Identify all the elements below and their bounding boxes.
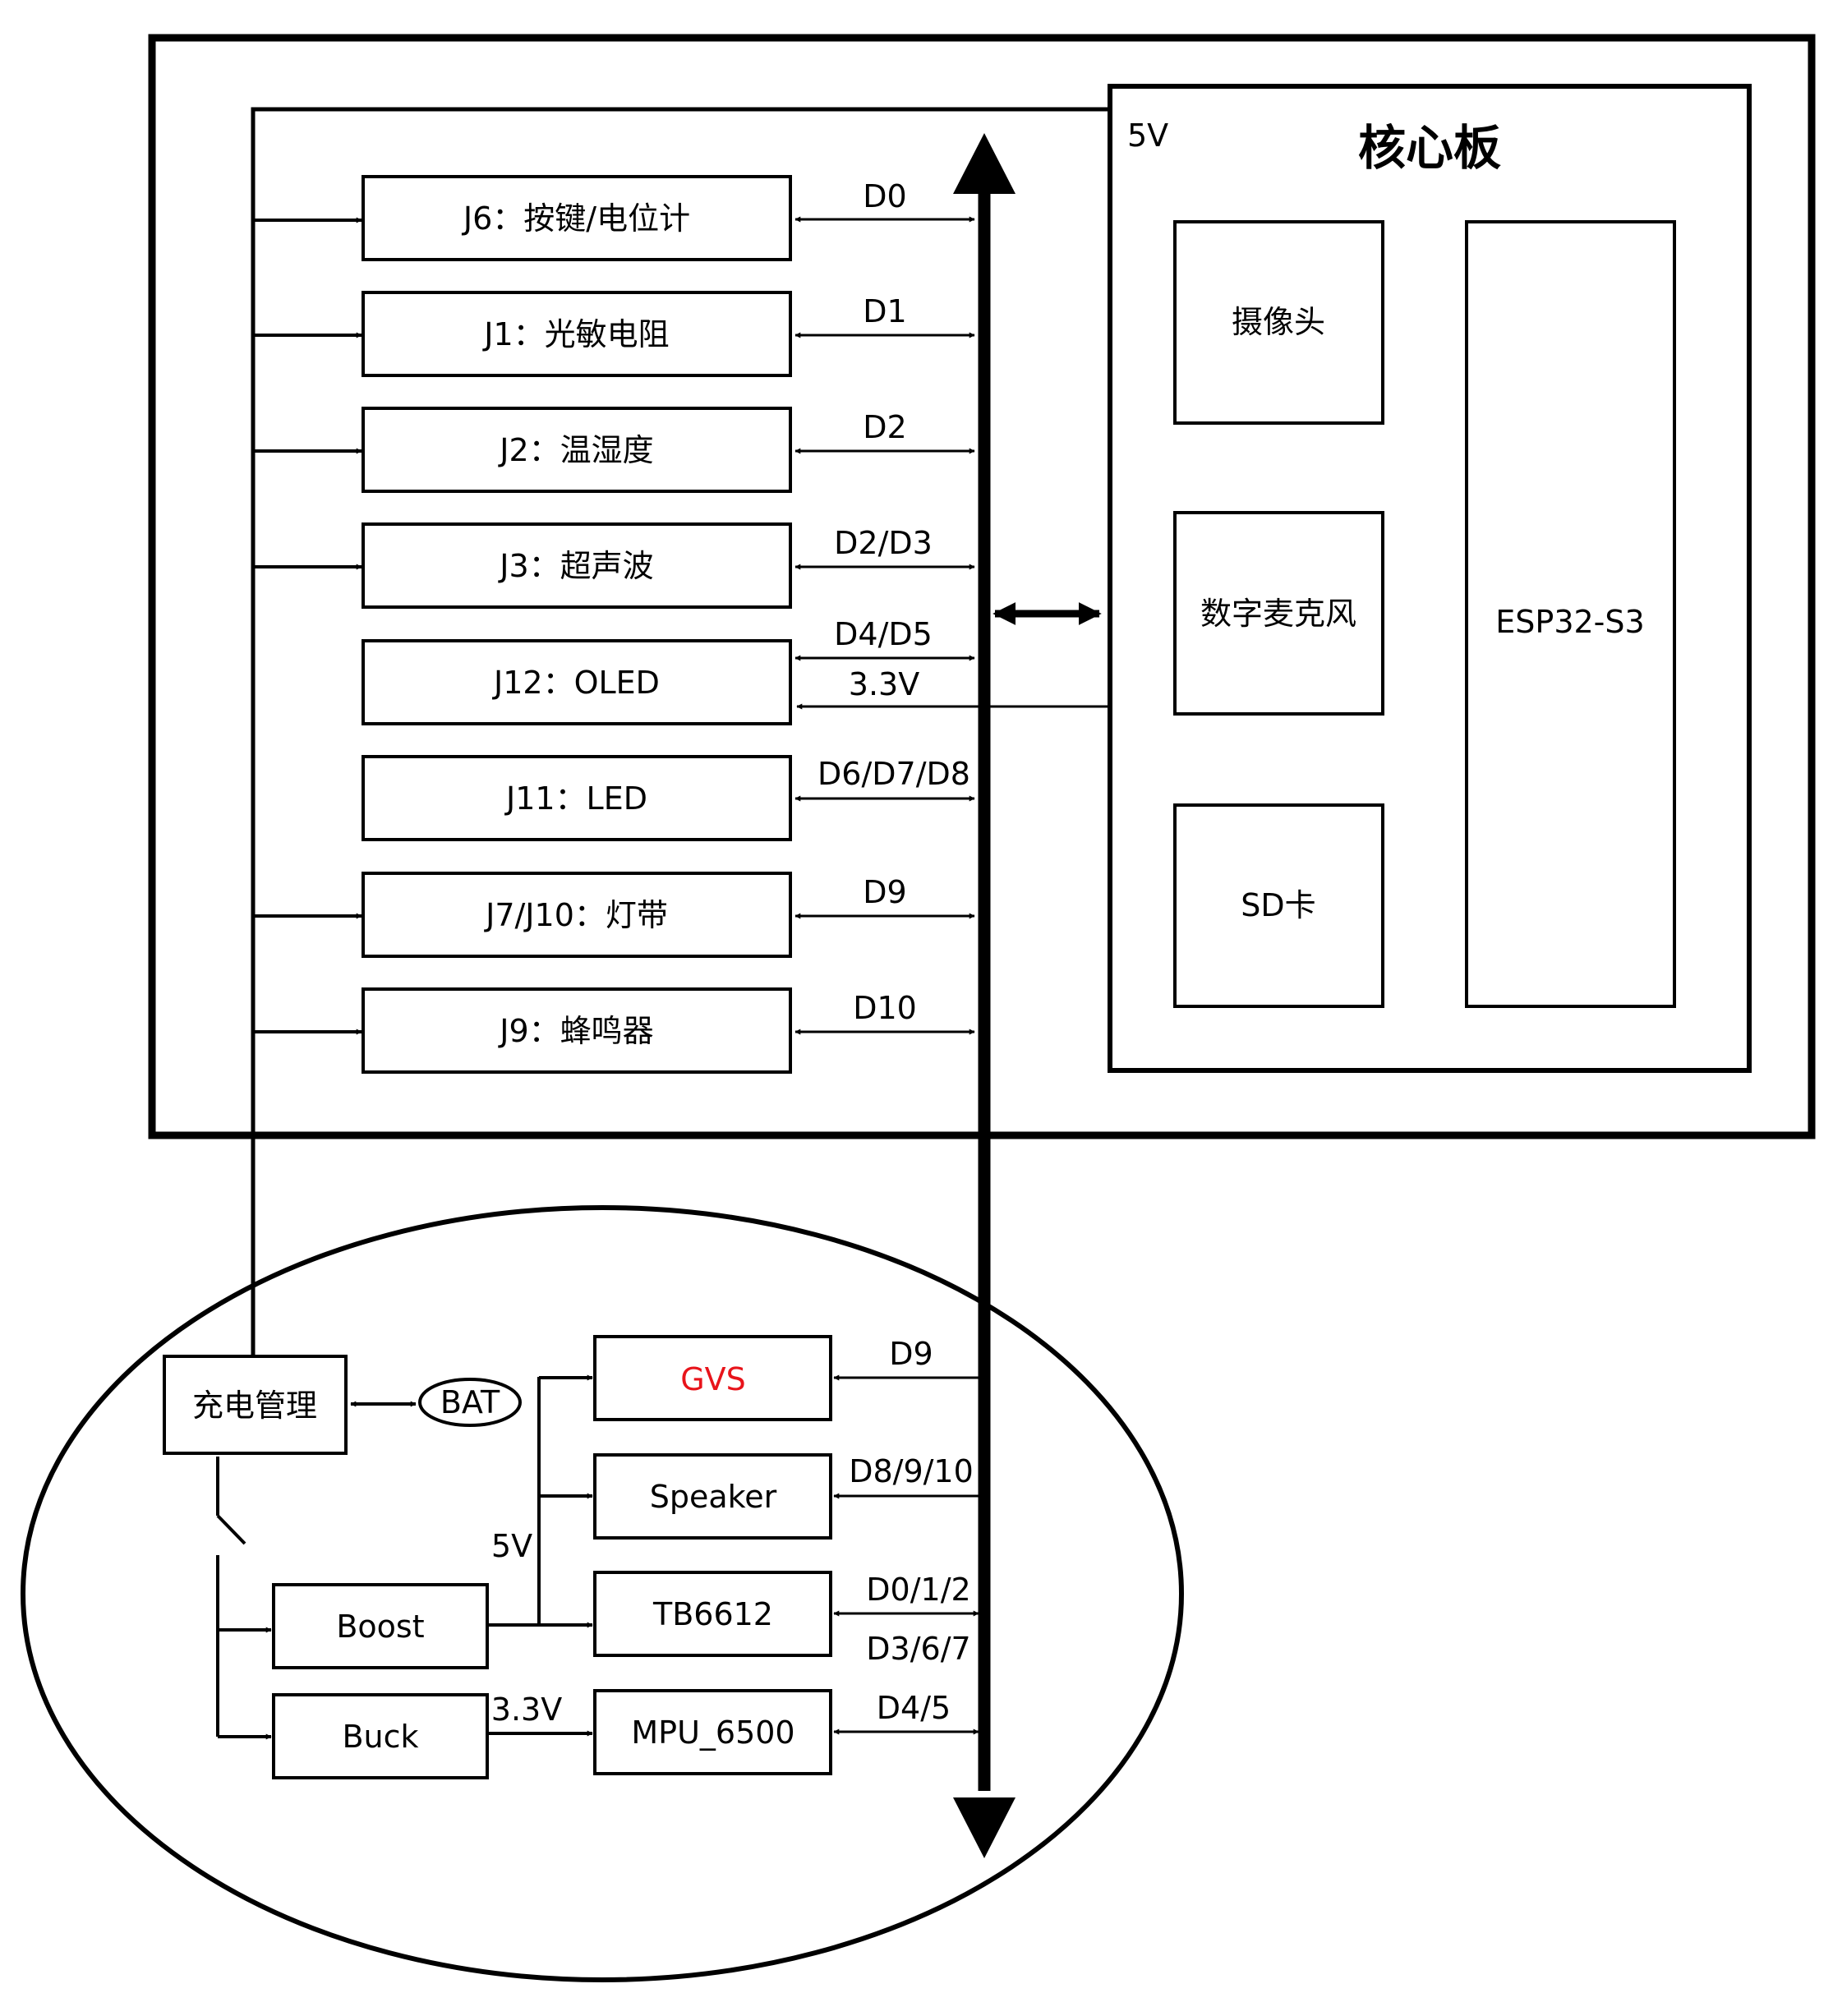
bus-arrow-top [953, 133, 1016, 194]
imu-block [593, 1689, 832, 1775]
gvs-label: GVS [680, 1361, 746, 1397]
core-board-frame [1108, 84, 1752, 1073]
microphone-block [1173, 511, 1384, 716]
base-board-outline [21, 1205, 1184, 1982]
module-j7-j10: J7/J10：灯带 D9 [253, 872, 975, 958]
module-block [362, 407, 792, 493]
motor-driver-label: TB6612 [652, 1596, 773, 1632]
module-signal-label: D6/D7/D8 [817, 756, 970, 792]
module-signal-label: D1 [863, 293, 906, 329]
charger-block [163, 1355, 348, 1455]
buck-label: Buck [342, 1719, 418, 1755]
buck-block [272, 1693, 489, 1779]
camera-label: 摄像头 [1232, 304, 1325, 340]
boost-label: Boost [336, 1609, 424, 1645]
gvs-block [593, 1335, 832, 1421]
mcu-label: ESP32-S3 [1495, 604, 1644, 640]
module-signal-label: D4/D5 [834, 616, 933, 652]
bus-arrow-bottom [953, 1797, 1016, 1858]
charger-label: 充电管理 [192, 1388, 317, 1424]
boost-output-label: 5V [491, 1528, 532, 1564]
imu-label: MPU_6500 [631, 1715, 794, 1751]
module-j1: J1：光敏电阻 D1 [253, 291, 975, 377]
buck-output-label: 3.3V [491, 1692, 562, 1728]
module-label: J3：超声波 [498, 548, 653, 584]
imu-signal-label: D4/5 [877, 1690, 951, 1726]
motor-driver-block [593, 1571, 832, 1657]
module-j11: J11：LED D6/D7/D8 [362, 755, 975, 841]
oled-power-label: 3.3V [849, 666, 919, 702]
module-j9: J9：蜂鸣器 D10 [253, 987, 975, 1074]
motor-signal-label-2: D3/6/7 [866, 1631, 970, 1667]
module-label: J12：OLED [492, 665, 660, 701]
gvs-signal-label: D9 [889, 1336, 933, 1372]
module-block [362, 522, 792, 609]
module-block [362, 872, 792, 958]
module-signal-label: D0 [863, 178, 906, 214]
module-j2: J2：温湿度 D2 [253, 407, 975, 493]
battery-label: BAT [440, 1384, 500, 1420]
module-label: J6：按键/电位计 [462, 200, 690, 237]
speaker-block [593, 1453, 832, 1540]
motor-signal-label-1: D0/1/2 [866, 1572, 970, 1608]
speaker-label: Speaker [650, 1479, 777, 1515]
module-signal-label: D2/D3 [834, 525, 933, 561]
sd-card-label: SD卡 [1241, 887, 1315, 923]
power-switch-blade [216, 1514, 246, 1545]
mcu-block [1465, 220, 1676, 1008]
module-signal-label: D2 [863, 409, 906, 445]
module-j3: J3：超声波 D2/D3 [253, 522, 975, 609]
microphone-label: 数字麦克风 [1200, 596, 1356, 632]
module-signal-label: D9 [863, 874, 906, 910]
module-label: J7/J10：灯带 [484, 897, 668, 933]
core-board-power-label: 5V [1127, 117, 1168, 154]
module-signal-label: D10 [853, 990, 917, 1026]
module-label: J9：蜂鸣器 [498, 1013, 653, 1049]
sd-card-block [1173, 803, 1384, 1008]
module-block [362, 175, 792, 261]
module-block [362, 987, 792, 1074]
module-label: J1：光敏电阻 [482, 316, 669, 352]
module-label: J2：温湿度 [498, 432, 653, 468]
module-j6: J6：按键/电位计 D0 [253, 175, 975, 261]
module-block [362, 755, 792, 841]
camera-block [1173, 220, 1384, 425]
module-label: J11：LED [504, 780, 647, 817]
module-block [362, 291, 792, 377]
core-board-title: 核心板 [1358, 120, 1501, 176]
battery-symbol [418, 1378, 522, 1427]
module-block [362, 639, 792, 725]
speaker-signal-label: D8/9/10 [849, 1453, 974, 1489]
power-rail-5v [251, 107, 1110, 1356]
module-j12: J12：OLED D4/D5 [362, 616, 975, 725]
